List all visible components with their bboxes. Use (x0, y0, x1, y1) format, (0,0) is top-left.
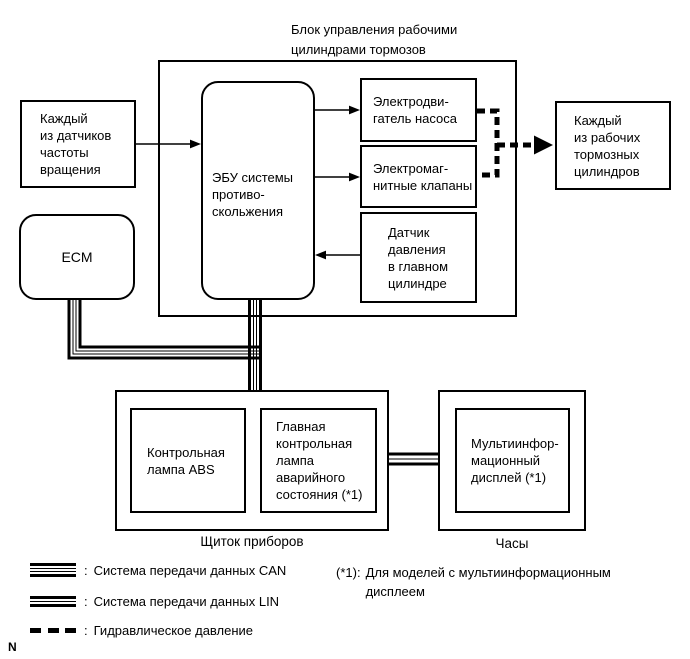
ecm-box: ECM (19, 214, 135, 300)
abs-ecu-box: ЭБУ системы противо- скольжения (201, 81, 315, 300)
main-warning-lamp-box: Главная контрольная лампа аварийного сос… (260, 408, 377, 513)
solenoid-valves-label: Электромаг- нитные клапаны (373, 160, 473, 193)
abs-ecu-label: ЭБУ системы противо- скольжения (212, 170, 294, 219)
pressure-sensor-label: Датчик давления в главном цилиндре (388, 224, 449, 291)
legend-separator: : (84, 593, 88, 609)
multi-display-label: Мультиинфор- мационный дисплей (*1) (471, 436, 559, 485)
control-unit-frame (158, 60, 517, 317)
footnote-text: Для моделей с мультиинформационным диспл… (365, 565, 611, 599)
control-unit-title: Блок управления рабочими цилиндрами торм… (291, 22, 458, 57)
legend-can-row: : Система передачи данных CAN (30, 562, 286, 578)
footnote: (*1): Для моделей с мультиинформационным… (336, 563, 611, 601)
solenoid-valves-box: Электромаг- нитные клапаны (360, 145, 477, 208)
corner-marker: N (8, 640, 17, 654)
speed-sensors-box: Каждый из датчиков частоты вращения (20, 100, 136, 188)
instrument-panel-label: Щиток приборов (200, 534, 304, 549)
speed-sensors-label: Каждый из датчиков частоты вращения (40, 111, 112, 177)
pump-motor-label: Электродви- гатель насоса (373, 94, 457, 126)
legend-separator: : (84, 622, 88, 638)
hydraulic-line-icon (30, 627, 76, 633)
footnote-prefix: (*1): (336, 565, 361, 580)
abs-warning-lamp-label: Контрольная лампа ABS (147, 444, 225, 477)
clock-frame (438, 390, 586, 531)
main-warning-lamp-label: Главная контрольная лампа аварийного сос… (276, 419, 363, 502)
legend-hydraulic-label: Гидравлическое давление (93, 622, 254, 638)
legend-hydraulic-row: : Гидравлическое давление (30, 622, 253, 638)
brake-cylinders-label: Каждый из рабочих тормозных цилиндров (574, 112, 641, 179)
abs-warning-lamp-box: Контрольная лампа ABS (130, 408, 246, 513)
ecm-label: ECM (61, 248, 93, 265)
lin-line-icon (30, 595, 76, 607)
clock-label: Часы (495, 536, 529, 551)
lin-bus-line (389, 452, 439, 466)
legend-separator: : (84, 562, 88, 578)
legend-can-label: Система передачи данных CAN (93, 562, 287, 578)
can-line-icon (30, 563, 76, 577)
multi-display-box: Мультиинфор- мационный дисплей (*1) (455, 408, 570, 513)
legend-lin-label: Система передачи данных LIN (93, 593, 280, 609)
pump-motor-box: Электродви- гатель насоса (360, 78, 477, 142)
legend-lin-row: : Система передачи данных LIN (30, 593, 279, 609)
brake-cylinders-box: Каждый из рабочих тормозных цилиндров (555, 101, 671, 190)
pressure-sensor-box: Датчик давления в главном цилиндре (360, 212, 477, 303)
hydraulic-arrowhead (534, 135, 553, 155)
instrument-panel-frame (115, 390, 389, 531)
